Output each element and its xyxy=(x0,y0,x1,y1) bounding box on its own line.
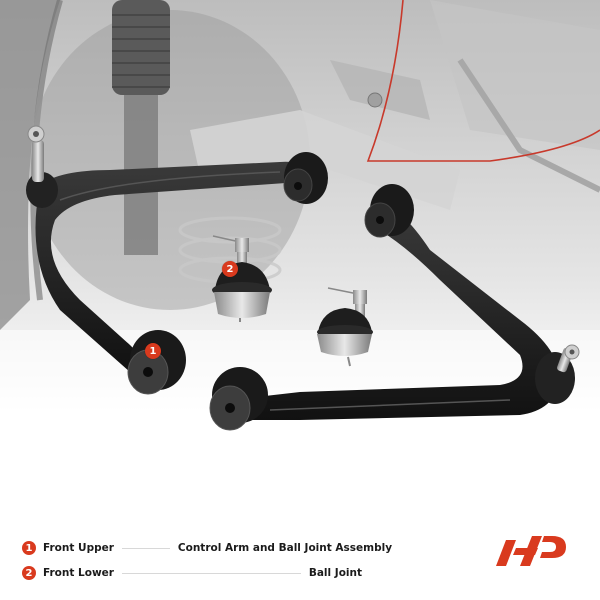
tire-shape xyxy=(0,0,60,330)
ap-logo-icon xyxy=(496,536,566,566)
strut-boot xyxy=(112,0,170,95)
lower-ball-joint-2 xyxy=(317,287,373,367)
legend-row: 2 Front Lower Ball Joint xyxy=(22,561,362,585)
legend-part: Control Arm and Ball Joint Assembly xyxy=(177,542,393,554)
upper-control-arm-right xyxy=(209,184,580,431)
legend-badge: 2 xyxy=(22,566,36,580)
brand-logo xyxy=(494,528,578,572)
suspension-illustration xyxy=(0,0,600,520)
highlight-arc xyxy=(366,0,600,162)
callout-badge-2: 2 xyxy=(222,261,238,277)
legend-position: Front Lower xyxy=(43,567,114,579)
legend-position: Front Upper xyxy=(43,542,114,554)
legend-row: 1 Front Upper Control Arm and Ball Joint… xyxy=(22,536,392,560)
callout-badge-1: 1 xyxy=(145,343,161,359)
legend-part: Ball Joint xyxy=(308,567,362,579)
legend-divider xyxy=(121,572,301,574)
legend-divider xyxy=(121,547,170,549)
product-scene: 2 1 xyxy=(0,0,600,520)
legend-badge: 1 xyxy=(22,541,36,555)
upper-control-arm-left xyxy=(26,125,328,395)
parts-legend: 1 Front Upper Control Arm and Ball Joint… xyxy=(22,536,392,586)
